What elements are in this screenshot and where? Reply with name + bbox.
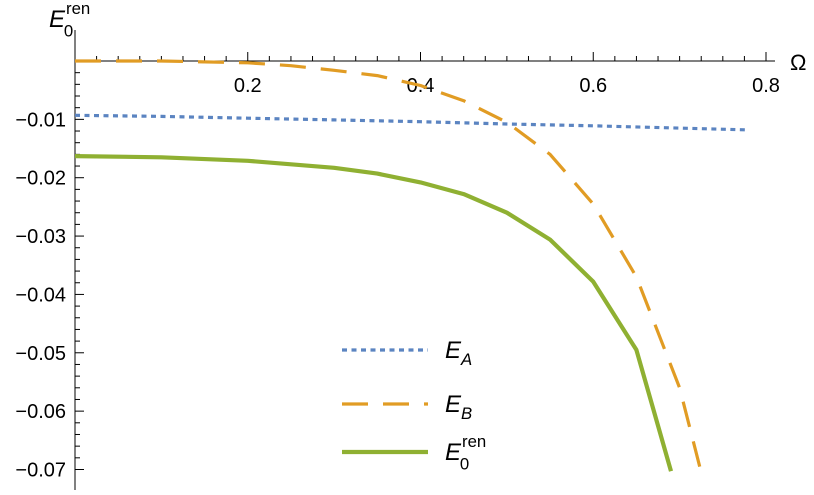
series-line-e-a [74, 113, 749, 132]
y-tick-label: −0.01 [15, 109, 66, 131]
series-lines [74, 59, 749, 473]
y-tick-label: −0.07 [15, 459, 66, 481]
y-tick-label: −0.05 [15, 343, 66, 365]
legend-label: EA [445, 337, 472, 369]
legend-label: EB [445, 391, 472, 423]
y-tick-label: −0.03 [15, 226, 66, 248]
x-tick-label: 0.6 [579, 75, 607, 97]
series-line-e-0 [74, 154, 674, 472]
y-tick-label: −0.06 [15, 401, 66, 423]
x-axis-title: Ω [790, 50, 806, 75]
x-tick-label: 0.8 [752, 75, 780, 97]
y-tick-label: −0.04 [15, 284, 66, 306]
x-tick-label: 0.2 [234, 75, 262, 97]
series-line-e-b [75, 59, 703, 473]
y-tick-label: −0.02 [15, 168, 66, 190]
